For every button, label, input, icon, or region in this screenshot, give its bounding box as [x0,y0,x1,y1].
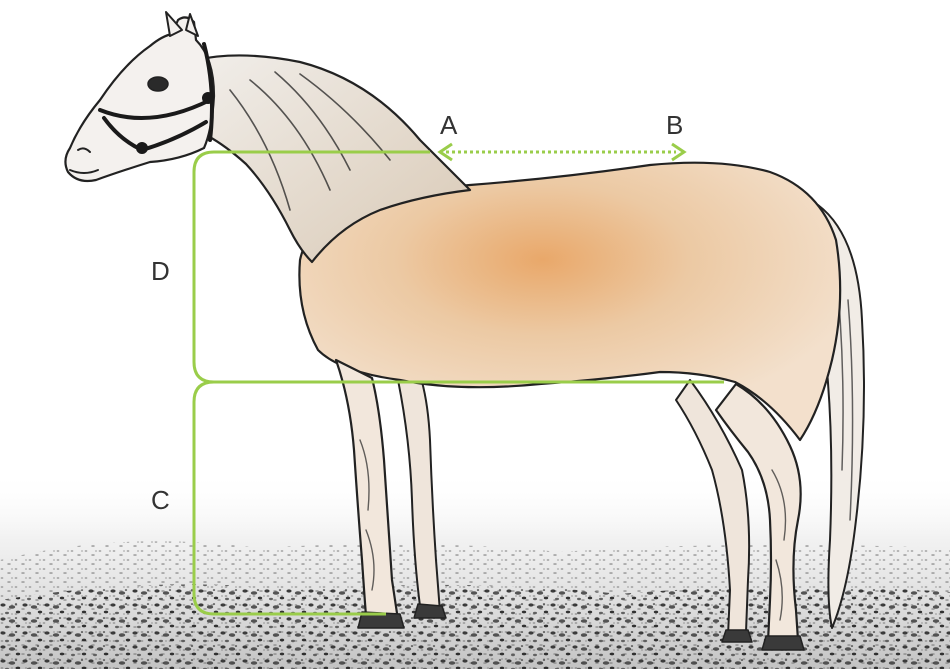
horse-head [65,17,214,181]
arrowhead-b [672,144,684,160]
label-b: B [666,112,683,138]
horse-eye [148,77,168,91]
bracket-d [194,152,214,382]
ground-texture [0,470,950,669]
label-a: A [440,112,457,138]
label-c: C [151,487,170,513]
label-d: D [151,258,170,284]
